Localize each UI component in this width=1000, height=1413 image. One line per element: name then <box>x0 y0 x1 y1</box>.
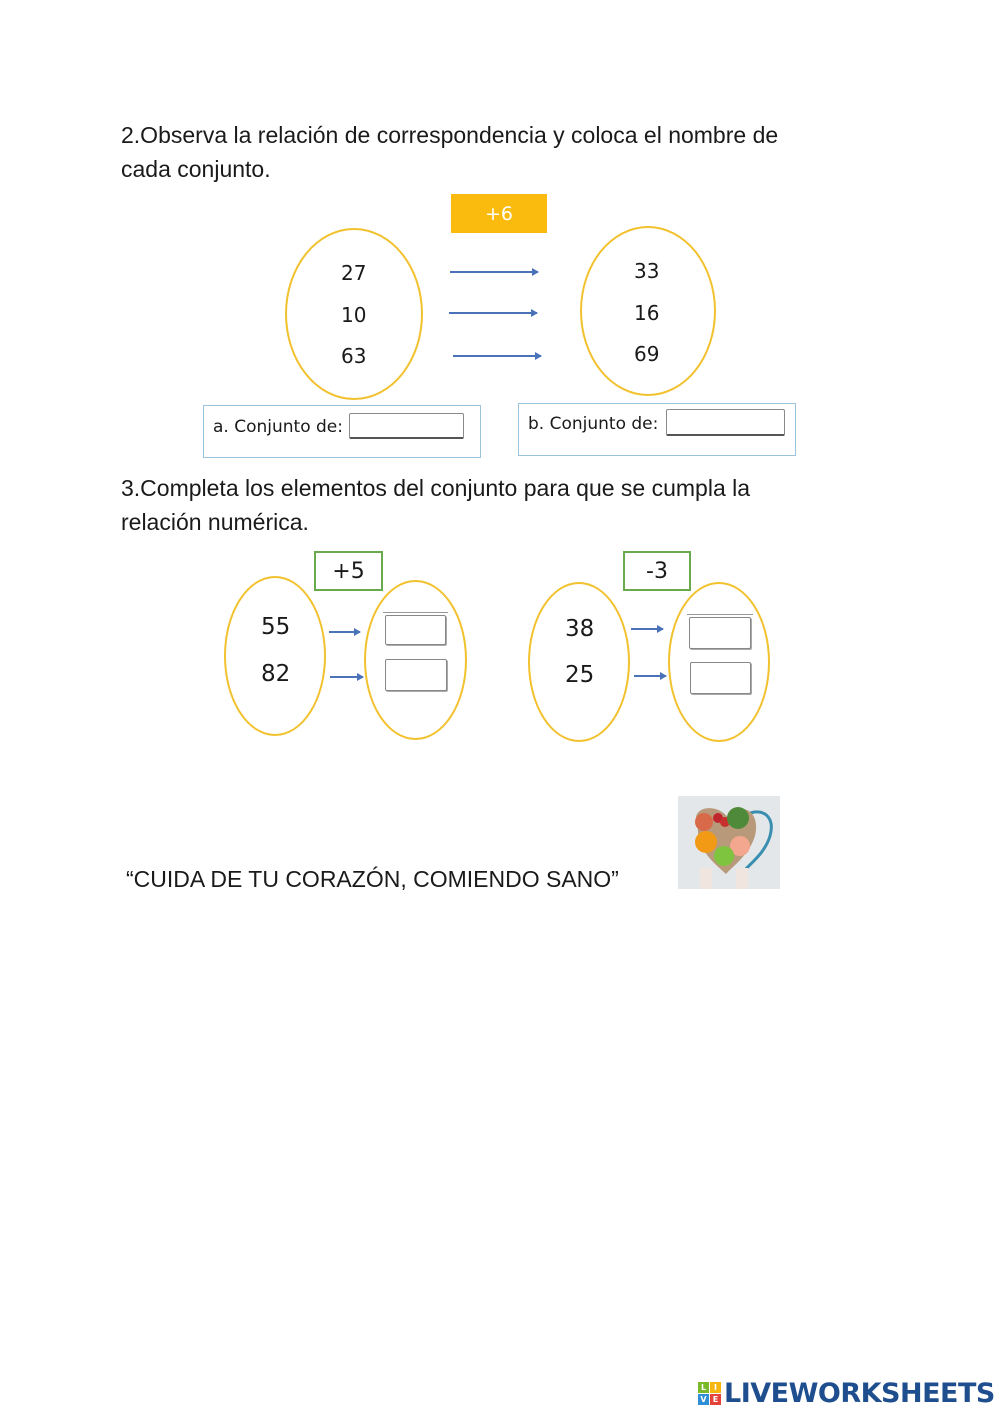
logo-tile: L <box>698 1382 709 1393</box>
arrow-right-icon <box>634 672 667 679</box>
exercise-3-prompt: 3.Completa los elementos del conjunto pa… <box>121 471 750 539</box>
set-a-label: a. Conjunto de: <box>213 417 343 437</box>
logo-text: LIVEWORKSHEETS <box>724 1378 995 1409</box>
set-a-name-input[interactable] <box>349 413 464 439</box>
operation-box-minus3: -3 <box>623 551 691 591</box>
arrow-right-icon <box>450 268 539 275</box>
answer-input-87[interactable] <box>385 659 447 691</box>
arrow-right-icon <box>631 625 664 632</box>
logo-tile: I <box>710 1382 721 1393</box>
liveworksheets-logo[interactable]: L I V E LIVEWORKSHEETS <box>698 1378 995 1409</box>
heart-food-illustration-icon <box>678 796 780 889</box>
answer-input-22[interactable] <box>690 662 751 694</box>
left-range-ellipse <box>364 580 467 740</box>
answer-input-35[interactable] <box>687 614 753 649</box>
heart-food-image <box>678 796 780 889</box>
logo-tiles-icon: L I V E <box>698 1382 721 1405</box>
set-a-ellipse <box>285 228 423 400</box>
logo-tile: E <box>710 1394 721 1405</box>
set-b-item: 33 <box>634 259 660 283</box>
domain-item: 38 <box>565 616 595 642</box>
right-domain-ellipse <box>528 582 630 742</box>
set-b-ellipse <box>580 226 716 396</box>
arrow-right-icon <box>449 309 538 316</box>
right-range-ellipse <box>668 582 770 742</box>
motto-text: “CUIDA DE TU CORAZÓN, COMIENDO SANO” <box>126 866 619 892</box>
arrow-right-icon <box>329 628 361 635</box>
operation-box-plus5: +5 <box>314 551 383 591</box>
domain-item: 55 <box>261 614 291 640</box>
left-domain-ellipse <box>224 576 326 736</box>
set-b-item: 16 <box>634 301 660 325</box>
operation-badge-plus6: +6 <box>451 194 547 233</box>
exercise-2-prompt-line2: cada conjunto. <box>121 156 271 182</box>
exercise-2-prompt-line1: 2.Observa la relación de correspondencia… <box>121 122 779 148</box>
exercise-2-prompt: 2.Observa la relación de correspondencia… <box>121 118 778 186</box>
set-b-label: b. Conjunto de: <box>528 414 659 434</box>
domain-item: 82 <box>261 661 291 687</box>
set-b-item: 69 <box>634 342 660 366</box>
set-a-item: 10 <box>341 303 367 327</box>
arrow-right-icon <box>453 352 542 359</box>
set-a-item: 63 <box>341 344 367 368</box>
logo-tile: V <box>698 1394 709 1405</box>
answer-input-60[interactable] <box>383 612 448 645</box>
exercise-3-prompt-line2: relación numérica. <box>121 509 309 535</box>
domain-item: 25 <box>565 662 595 688</box>
set-b-name-input[interactable] <box>666 409 785 436</box>
exercise-3-prompt-line1: 3.Completa los elementos del conjunto pa… <box>121 475 751 501</box>
arrow-right-icon <box>330 673 364 680</box>
set-a-item: 27 <box>341 261 367 285</box>
